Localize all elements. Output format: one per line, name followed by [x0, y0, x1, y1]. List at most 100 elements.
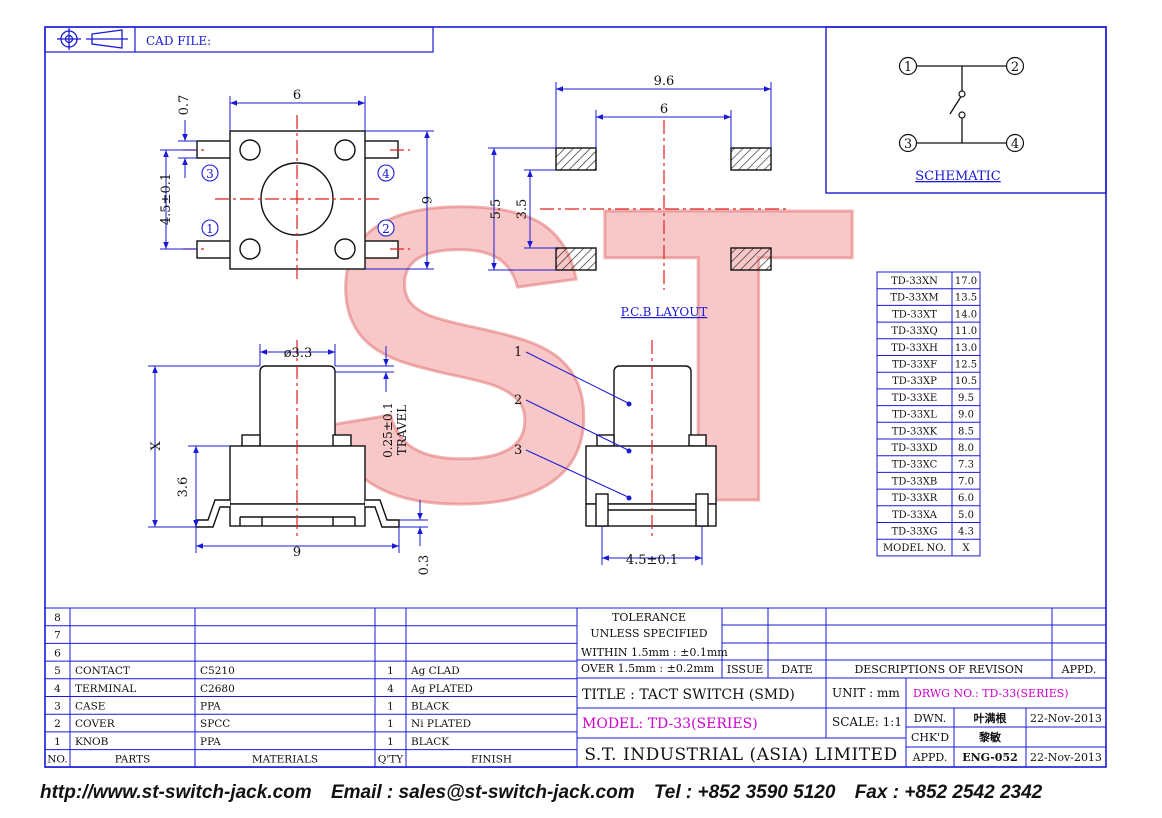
x-value-cell: 14.0 [955, 309, 977, 320]
model-no-cell: TD-33XB [892, 476, 937, 487]
no-cell: 4 [54, 683, 61, 695]
qty-cell: 1 [387, 665, 394, 677]
model-no-cell: TD-33XQ [891, 326, 937, 337]
no-cell: 2 [54, 718, 61, 730]
drawing-title: TITLE : TACT SWITCH (SMD) [582, 687, 795, 703]
svg-text:UNLESS SPECIFIED: UNLESS SPECIFIED [590, 627, 707, 640]
title-block [576, 607, 1106, 767]
appd-label: APPD. [912, 751, 948, 764]
top-height-dim: 6 [418, 196, 433, 204]
svg-text:1: 1 [206, 222, 214, 236]
svg-text:TOLERANCE: TOLERANCE [612, 611, 686, 624]
schematic-pin-3: 3 [898, 133, 918, 153]
pcb-layout-title: P.C.B LAYOUT [621, 305, 708, 319]
no-cell: NO. [47, 754, 68, 766]
pcb-outer-v-dim: 5.5 [489, 199, 504, 220]
part-cell: CASE [75, 701, 105, 713]
side-view: ø3.3 X 3.6 9 0.3 0.25±0.1 TRAVEL [148, 340, 432, 575]
fax: Fax : +852 2542 2342 [854, 782, 1043, 803]
schematic-pin-2: 2 [1005, 56, 1025, 76]
side-travel-dim: 0.25±0.1 [381, 402, 395, 458]
appd-name: ENG-052 [962, 751, 1018, 764]
x-value-cell: 8.5 [958, 426, 974, 437]
schematic-title: SCHEMATIC [915, 169, 1000, 184]
model-header-row: MODEL NO.X [883, 543, 971, 554]
model-label: MODEL: TD-33(SERIES) [582, 716, 758, 732]
finish-cell: BLACK [411, 736, 449, 748]
section-width-dim: 4.5±0.1 [626, 553, 678, 568]
no-cell: 8 [54, 612, 61, 624]
qty-cell: 1 [387, 701, 394, 713]
model-no-cell: TD-33XE [892, 393, 937, 404]
pcb-inner-v-dim: 3.5 [515, 199, 530, 220]
scale-label: SCALE: 1:1 [832, 715, 902, 729]
website-link[interactable]: http://www.st-switch-jack.com [40, 782, 312, 803]
x-value-cell: 13.5 [955, 293, 977, 304]
material-cell: SPCC [200, 718, 230, 730]
chkd-label: CHK'D [911, 731, 949, 744]
x-value-cell: 12.5 [955, 360, 977, 371]
model-no-cell: TD-33XR [892, 493, 938, 504]
material-cell: PPA [200, 701, 221, 713]
qty-cell: 4 [387, 683, 394, 695]
qty-cell: 1 [387, 718, 394, 730]
cad-file-label: CAD FILE: [146, 34, 211, 48]
model-no-cell: TD-33XL [892, 410, 937, 421]
pcb-inner-dim: 6 [660, 102, 668, 117]
svg-text:APPD.: APPD. [1061, 663, 1097, 676]
top-pin-pitch-dim: 4.5±0.1 [159, 173, 174, 225]
model-no-cell: TD-33XC [892, 460, 938, 471]
company-name: S.T. INDUSTRIAL (ASIA) LIMITED [584, 745, 897, 765]
schematic-pin-1: 1 [898, 56, 918, 76]
x-value-cell: 5.0 [958, 510, 974, 521]
model-no-cell: TD-33XA [892, 510, 938, 521]
svg-text:OVER 1.5mm : ±0.2mm: OVER 1.5mm : ±0.2mm [581, 662, 715, 675]
model-no-cell: MODEL NO. [883, 543, 946, 554]
part-cell: CONTACT [75, 665, 130, 677]
x-value-cell: 11.0 [955, 326, 977, 337]
x-value-cell: 7.3 [958, 460, 974, 471]
no-cell: 6 [54, 647, 61, 659]
tolerance-note: TOLERANCE UNLESS SPECIFIED WITHIN 1.5mm … [581, 611, 728, 675]
finish-cell: Ag CLAD [410, 665, 460, 677]
x-value-cell: 13.0 [955, 343, 977, 354]
material-cell: C2680 [200, 683, 235, 695]
finish-cell: FINISH [471, 754, 512, 766]
top-view: 6 6 0.7 4.5±0.1 3 1 4 2 [159, 88, 434, 283]
model-row: TD-33XH 13.0 [891, 343, 977, 354]
svg-text:1: 1 [904, 60, 912, 75]
drwg-no: DRWG NO.: TD-33(SERIES) [913, 687, 1069, 700]
model-no-cell: TD-33XH [891, 343, 938, 354]
model-no-cell: TD-33XG [891, 527, 937, 538]
email-link[interactable]: Email : sales@st-switch-jack.com [330, 782, 635, 803]
parts-row: 6 [54, 647, 61, 659]
side-travel-label: TRAVEL [395, 405, 409, 456]
dwn-name: 叶满根 [974, 711, 1008, 725]
finish-cell: BLACK [411, 701, 449, 713]
x-value-cell: 4.3 [958, 527, 974, 538]
model-row: TD-33XC 7.3 [892, 460, 974, 471]
projection-symbol-icon [57, 28, 128, 50]
side-body-dim: 3.6 [176, 477, 191, 498]
part-cell: TERMINAL [75, 683, 136, 695]
model-no-cell: TD-33XP [892, 376, 937, 387]
svg-text:3: 3 [904, 137, 912, 152]
material-cell: MATERIALS [252, 754, 318, 766]
no-cell: 3 [54, 701, 61, 713]
finish-cell: Ag PLATED [410, 683, 473, 695]
material-cell: PPA [200, 736, 221, 748]
top-pin-offset-dim: 0.7 [177, 95, 192, 116]
svg-text:3: 3 [206, 167, 214, 181]
x-value-cell: 9.5 [958, 393, 974, 404]
no-cell: 5 [54, 665, 61, 677]
model-row: TD-33XQ 11.0 [891, 326, 977, 337]
svg-text:4: 4 [1011, 137, 1019, 152]
